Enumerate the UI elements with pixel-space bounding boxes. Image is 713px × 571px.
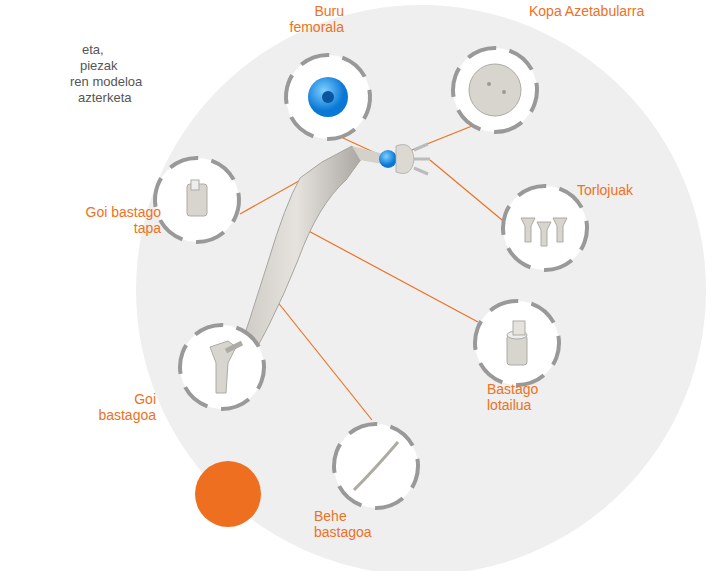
orange-dot	[195, 461, 261, 527]
part-ring: Buru femorala	[282, 51, 374, 143]
part-ring: Goi bastagoa	[176, 321, 268, 413]
part-ring: Goi bastago tapa	[151, 154, 243, 246]
dashed-ring	[282, 51, 374, 143]
background-disc	[136, 5, 706, 571]
part-label: Kopa Azetabularra	[529, 3, 659, 19]
part-ring: Bastago lotailua	[471, 297, 563, 389]
hip-prosthesis	[230, 144, 430, 382]
part-label: Goi bastagoa	[76, 391, 156, 423]
part-ring: Behe bastagoa	[330, 420, 422, 512]
part-ring: Kopa Azetabularra	[449, 44, 541, 136]
part-label: Goi bastago tapa	[71, 204, 161, 236]
intro-text: ren modeloa	[70, 74, 142, 90]
intro-text: piezak	[80, 58, 118, 74]
part-label: Behe bastagoa	[314, 508, 394, 540]
part-label: Bastago lotailua	[487, 381, 567, 413]
dashed-ring	[151, 154, 243, 246]
dashed-ring	[471, 297, 563, 389]
intro-text: azterketa	[78, 90, 131, 106]
dashed-ring	[330, 420, 422, 512]
part-label: Buru femorala	[264, 3, 344, 35]
part-ring: Torlojuak	[499, 182, 591, 274]
dashed-ring	[449, 44, 541, 136]
part-label: Torlojuak	[577, 182, 667, 198]
dashed-ring	[176, 321, 268, 413]
intro-text: eta,	[82, 42, 104, 58]
